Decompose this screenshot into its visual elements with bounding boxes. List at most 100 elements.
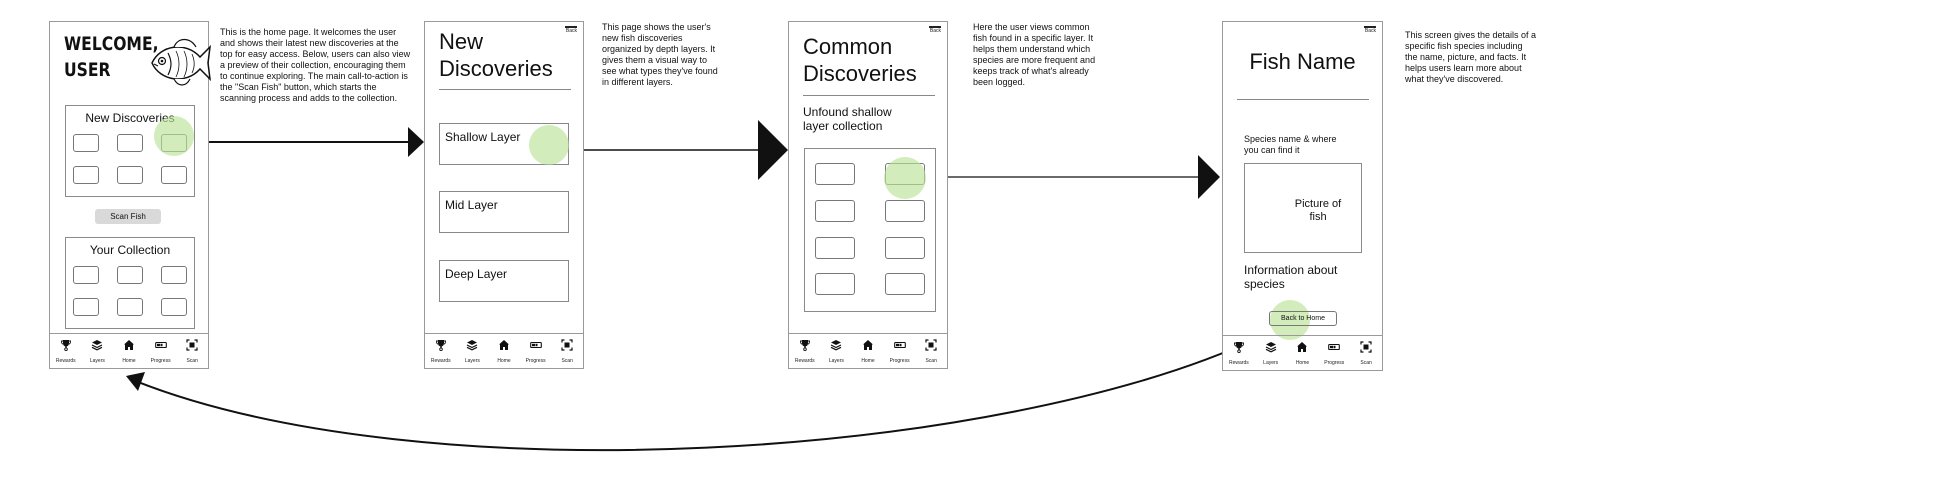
nav-label: Rewards — [430, 358, 451, 364]
screen-fish-details: Back Fish Name Species name & where you … — [1222, 21, 1383, 371]
page-title: Common Discoveries — [803, 34, 917, 86]
nav-item-layers[interactable]: Layers — [457, 338, 487, 364]
nav-item-scan[interactable]: Scan — [552, 338, 582, 364]
title-divider — [439, 89, 571, 90]
home-icon — [862, 338, 874, 356]
home-icon — [123, 338, 135, 356]
scan-icon — [186, 338, 198, 356]
note-fish-details: This screen gives the details of a speci… — [1405, 30, 1537, 84]
nav-label: Progress — [1324, 360, 1345, 366]
nav-item-home[interactable]: Home — [853, 338, 883, 364]
discovery-slot[interactable] — [117, 166, 143, 184]
nav-label: Rewards — [55, 358, 76, 364]
nav-item-rewards[interactable]: Rewards — [426, 338, 456, 364]
nav-item-layers[interactable]: Layers — [82, 338, 112, 364]
fish-slot[interactable] — [815, 237, 855, 259]
trophy-icon — [60, 338, 72, 356]
discovery-slot[interactable] — [161, 166, 187, 184]
nav-item-progress[interactable]: Progress — [885, 338, 915, 364]
tap-highlight — [154, 116, 194, 156]
species-label: Species name & where you can find it — [1244, 134, 1337, 155]
nav-item-progress[interactable]: Progress — [1319, 340, 1349, 366]
nav-item-progress[interactable]: Progress — [146, 338, 176, 364]
fish-illustration — [151, 38, 212, 86]
nav-item-layers[interactable]: Layers — [821, 338, 851, 364]
nav-label: Scan — [925, 358, 937, 364]
scan-icon — [561, 338, 573, 356]
new-discoveries-heading: New Discoveries — [85, 111, 175, 125]
nav-label: Home — [861, 358, 875, 364]
mid-layer-button[interactable]: Mid Layer — [439, 191, 569, 233]
scan-fish-button[interactable]: Scan Fish — [95, 209, 161, 224]
back-to-home-button[interactable]: Back to Home — [1269, 311, 1337, 326]
arrow-4-curve — [132, 335, 1263, 452]
nav-item-home[interactable]: Home — [114, 338, 144, 364]
layers-icon — [830, 338, 842, 356]
back-button[interactable]: Back — [565, 26, 577, 34]
note-home: This is the home page. It welcomes the u… — [220, 27, 411, 103]
nav-item-home[interactable]: Home — [1287, 340, 1317, 366]
nav-label: Rewards — [794, 358, 815, 364]
collection-slot[interactable] — [117, 266, 143, 284]
title-divider — [803, 95, 935, 96]
fish-slot[interactable] — [815, 200, 855, 222]
discovery-slot[interactable] — [73, 134, 99, 152]
trophy-icon — [435, 338, 447, 356]
back-button[interactable]: Back — [929, 26, 941, 34]
nav-item-rewards[interactable]: Rewards — [1224, 340, 1254, 366]
screen-common-discoveries: Back Common Discoveries Unfound shallow … — [788, 21, 948, 369]
fish-slot[interactable] — [815, 163, 855, 185]
screen-new-discoveries: Back New Discoveries Shallow Layer Mid L… — [424, 21, 584, 369]
tap-highlight — [529, 125, 569, 165]
collection-subtitle: Unfound shallow layer collection — [803, 105, 892, 133]
discovery-slot[interactable] — [117, 134, 143, 152]
collection-slot[interactable] — [161, 298, 187, 316]
page-title: New Discoveries — [439, 29, 553, 81]
nav-label: Scan — [1360, 360, 1372, 366]
home-icon — [1296, 340, 1308, 358]
nav-label: Home — [122, 358, 136, 364]
nav-item-progress[interactable]: Progress — [521, 338, 551, 364]
arrow-4-head — [126, 372, 145, 391]
nav-item-home[interactable]: Home — [489, 338, 519, 364]
collection-slot[interactable] — [73, 298, 99, 316]
collection-slot[interactable] — [117, 298, 143, 316]
note-common-discoveries: Here the user views common fish found in… — [973, 22, 1096, 87]
trophy-icon — [799, 338, 811, 356]
progress-icon — [529, 338, 542, 356]
fish-slot[interactable] — [885, 200, 925, 222]
nav-label: Scan — [561, 358, 573, 364]
discovery-slot[interactable] — [73, 166, 99, 184]
nav-label: Scan — [186, 358, 198, 364]
deep-layer-button[interactable]: Deep Layer — [439, 260, 569, 302]
fish-slot[interactable] — [885, 273, 925, 295]
nav-label: Layers — [828, 358, 844, 364]
arrow-3-head — [1198, 155, 1220, 199]
tap-highlight — [1270, 300, 1310, 340]
fish-slot[interactable] — [815, 273, 855, 295]
collection-slot[interactable] — [73, 266, 99, 284]
progress-icon — [154, 338, 167, 356]
title-divider — [1237, 99, 1369, 100]
nav-label: Home — [1295, 360, 1310, 366]
collection-slot[interactable] — [161, 266, 187, 284]
collection-heading: Your Collection — [89, 243, 171, 257]
layers-icon — [466, 338, 478, 356]
nav-item-scan[interactable]: Scan — [177, 338, 207, 364]
nav-item-scan[interactable]: Scan — [1351, 340, 1381, 366]
nav-label: Progress — [150, 358, 171, 364]
fish-slot[interactable] — [885, 237, 925, 259]
nav-item-scan[interactable]: Scan — [916, 338, 946, 364]
screen-home: WELCOME, USER New Discoveries Scan Fish … — [49, 21, 212, 369]
nav-label: Progress — [525, 358, 546, 364]
nav-item-rewards[interactable]: Rewards — [790, 338, 820, 364]
arrow-1-head — [408, 127, 424, 157]
fish-picture: Picture of fish — [1244, 163, 1362, 253]
scan-icon — [1360, 340, 1372, 358]
back-button[interactable]: Back — [1364, 26, 1376, 34]
nav-label: Layers — [464, 358, 480, 364]
nav-item-layers[interactable]: Layers — [1256, 340, 1286, 366]
nav-item-rewards[interactable]: Rewards — [51, 338, 81, 364]
